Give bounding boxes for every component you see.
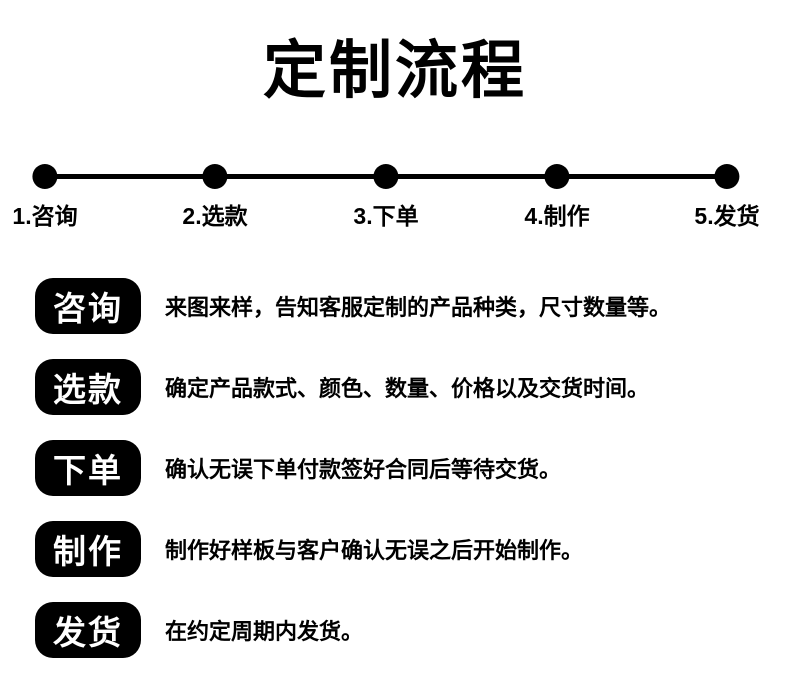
step-row-produce: 制作 制作好样板与客户确认无误之后开始制作。 <box>35 521 790 577</box>
step-row-ship: 发货 在约定周期内发货。 <box>35 602 790 658</box>
step-badge-ship: 发货 <box>35 602 141 658</box>
process-timeline: 1.咨询 2.选款 3.下单 4.制作 5.发货 <box>0 164 790 229</box>
step-description-ship: 在约定周期内发货。 <box>165 619 364 644</box>
timeline-label-5: 5.发货 <box>694 203 760 229</box>
timeline-step-1: 1.咨询 <box>12 164 78 231</box>
timeline-dot-3 <box>373 164 399 189</box>
step-badge-order: 下单 <box>35 440 141 496</box>
timeline-step-2: 2.选款 <box>182 164 248 231</box>
timeline-dot-4 <box>544 164 570 189</box>
timeline-step-4: 4.制作 <box>524 164 590 231</box>
step-row-select: 选款 确定产品款式、颜色、数量、价格以及交货时间。 <box>35 359 790 415</box>
step-description-order: 确认无误下单付款签好合同后等待交货。 <box>165 457 562 482</box>
timeline-label-2: 2.选款 <box>182 203 248 229</box>
step-badge-consult: 咨询 <box>35 278 141 334</box>
page-title: 定制流程 <box>263 36 527 106</box>
timeline-step-5: 5.发货 <box>694 164 760 231</box>
step-row-order: 下单 确认无误下单付款签好合同后等待交货。 <box>35 440 790 496</box>
timeline-label-3: 3.下单 <box>353 203 419 229</box>
step-description-consult: 来图来样，告知客服定制的产品种类，尺寸数量等。 <box>165 295 672 320</box>
step-row-consult: 咨询 来图来样，告知客服定制的产品种类，尺寸数量等。 <box>35 278 790 334</box>
timeline-dot-1 <box>32 164 58 189</box>
process-step-list: 咨询 来图来样，告知客服定制的产品种类，尺寸数量等。 选款 确定产品款式、颜色、… <box>35 278 790 683</box>
step-badge-produce: 制作 <box>35 521 141 577</box>
timeline-label-1: 1.咨询 <box>12 203 78 229</box>
timeline-label-4: 4.制作 <box>524 203 590 229</box>
step-badge-select: 选款 <box>35 359 141 415</box>
step-description-produce: 制作好样板与客户确认无误之后开始制作。 <box>165 538 584 563</box>
timeline-step-3: 3.下单 <box>353 164 419 231</box>
step-description-select: 确定产品款式、颜色、数量、价格以及交货时间。 <box>165 376 650 401</box>
timeline-dot-5 <box>714 164 740 189</box>
timeline-dot-2 <box>202 164 228 189</box>
